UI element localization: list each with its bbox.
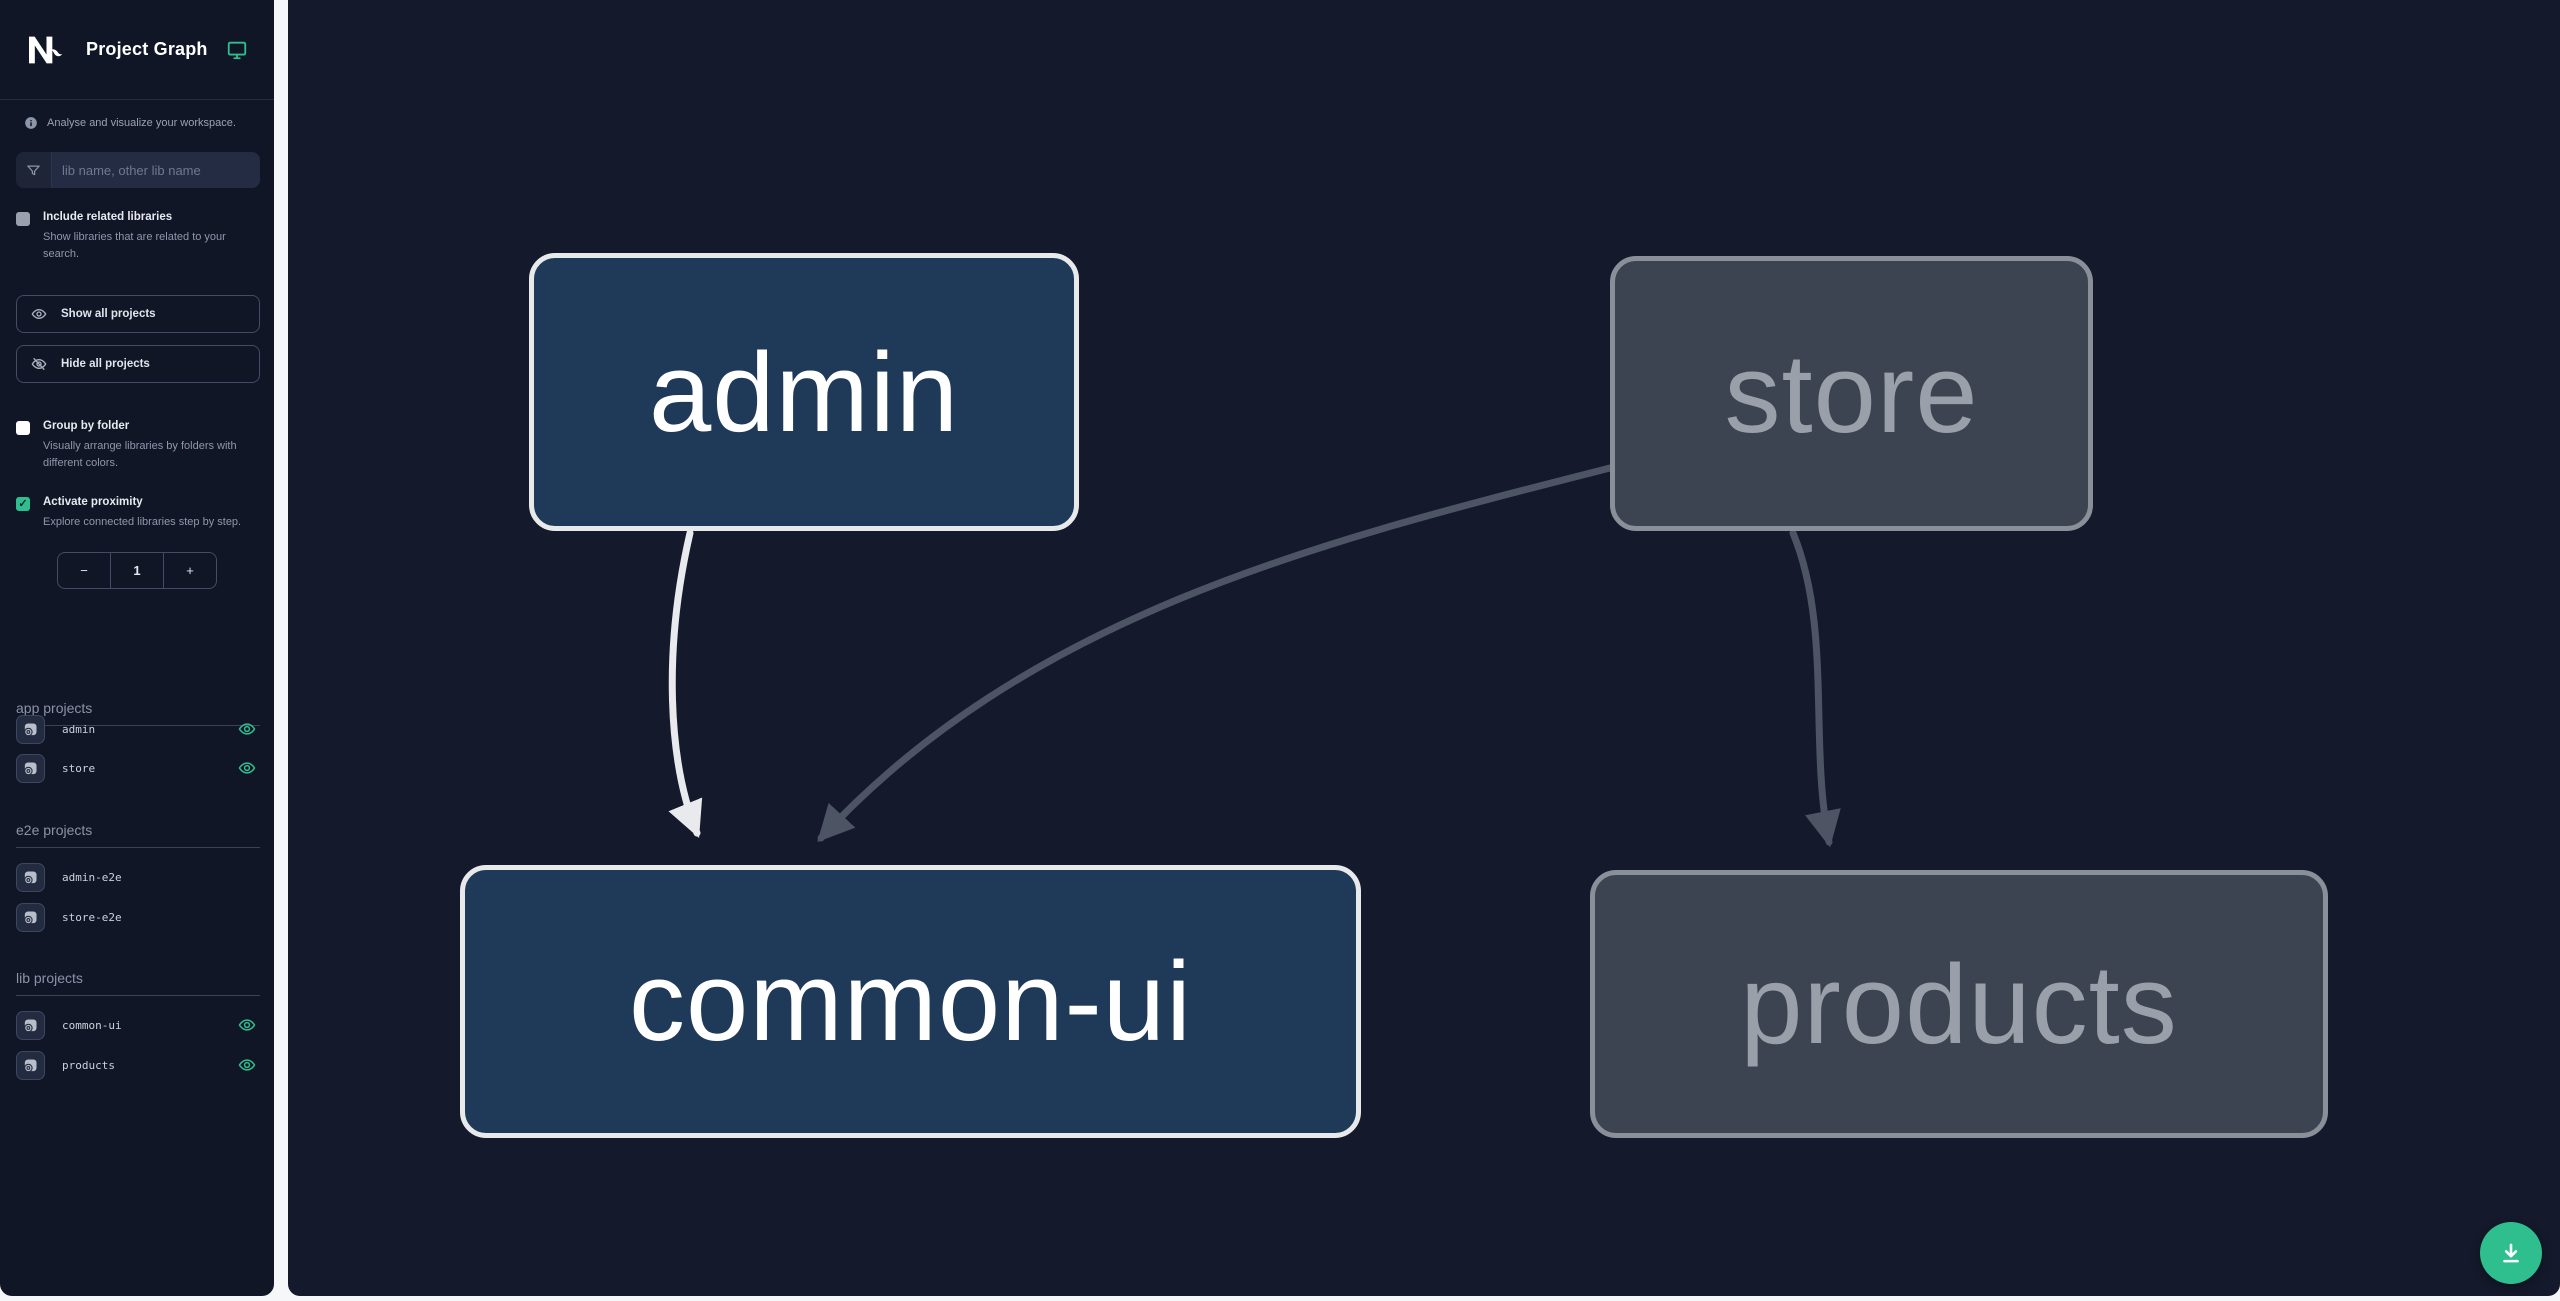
focus-project-button[interactable] (16, 1050, 45, 1080)
include-related-label: Include related libraries (43, 211, 173, 223)
focus-project-button[interactable] (16, 753, 45, 783)
graph-node-common-ui[interactable]: common-ui (460, 865, 1361, 1138)
activate-proximity-checkbox[interactable]: ✓ (16, 497, 30, 511)
show-all-projects-label: Show all projects (61, 308, 156, 320)
edge-admin-to-common-ui[interactable] (668, 529, 703, 839)
monitor-icon[interactable] (226, 39, 248, 61)
funnel-icon (16, 152, 52, 188)
proximity-value: 1 (110, 553, 163, 588)
option-include-related: Include related libraries Show libraries… (16, 211, 252, 263)
nx-logo-icon (29, 36, 63, 63)
focus-project-button[interactable] (16, 862, 45, 892)
project-focus-icon (24, 1018, 37, 1032)
graph-node-products[interactable]: products (1590, 870, 2328, 1138)
project-row-store-e2e: store-e2e (16, 902, 260, 932)
edge-store-to-common-ui[interactable] (817, 464, 1614, 843)
sidebar-header: Project Graph (0, 0, 274, 100)
project-focus-icon (24, 910, 37, 924)
download-graph-button[interactable] (2480, 1222, 2542, 1284)
focus-project-button[interactable] (16, 902, 45, 932)
activate-proximity-label: Activate proximity (43, 496, 143, 508)
dependency-edges (668, 464, 1841, 848)
include-related-description: Show libraries that are related to your … (43, 231, 226, 261)
focus-project-button[interactable] (16, 1010, 45, 1040)
visibility-eye-icon[interactable] (238, 759, 256, 777)
filter-input[interactable] (52, 152, 260, 188)
download-icon (2503, 1243, 2519, 1263)
intro-text: Analyse and visualize your workspace. (47, 117, 236, 129)
hide-all-projects-button[interactable]: Hide all projects (16, 345, 260, 383)
project-name[interactable]: common-ui (62, 1018, 122, 1032)
project-row-admin: admin (16, 714, 260, 744)
project-focus-icon (24, 870, 37, 884)
intro-row: Analyse and visualize your workspace. (24, 116, 254, 130)
section-e2e-projects: e2e projects (16, 822, 260, 848)
hide-all-projects-label: Hide all projects (61, 358, 150, 370)
project-focus-icon (24, 1058, 37, 1072)
project-name[interactable]: store (62, 761, 96, 775)
group-by-folder-description: Visually arrange libraries by folders wi… (43, 440, 237, 470)
project-focus-icon (24, 722, 37, 736)
project-row-admin-e2e: admin-e2e (16, 862, 260, 892)
visibility-eye-icon[interactable] (238, 720, 256, 738)
app-title: Project Graph (86, 39, 208, 59)
edge-store-to-products[interactable] (1789, 529, 1841, 848)
project-name[interactable]: store-e2e (62, 910, 122, 924)
option-activate-proximity: ✓ Activate proximity Explore connected l… (16, 496, 252, 531)
proximity-stepper: − 1 + (57, 552, 217, 589)
group-by-folder-checkbox[interactable] (16, 421, 30, 435)
group-by-folder-label: Group by folder (43, 420, 130, 432)
project-row-store: store (16, 753, 260, 783)
option-group-by-folder: Group by folder Visually arrange librari… (16, 420, 252, 472)
info-icon (25, 117, 37, 129)
project-row-common-ui: common-ui (16, 1010, 260, 1040)
eye-icon (31, 308, 47, 320)
decrement-button[interactable]: − (58, 553, 110, 588)
project-name[interactable]: products (62, 1058, 115, 1072)
eye-off-icon (31, 357, 47, 371)
project-name[interactable]: admin-e2e (62, 870, 122, 884)
section-lib-projects: lib projects (16, 970, 260, 996)
filter-control (16, 152, 260, 188)
focus-project-button[interactable] (16, 714, 45, 744)
project-name[interactable]: admin (62, 722, 96, 736)
project-row-products: products (16, 1050, 260, 1080)
project-focus-icon (24, 761, 37, 775)
graph-node-store[interactable]: store (1610, 256, 2093, 531)
include-related-checkbox[interactable] (16, 212, 30, 226)
visibility-eye-icon[interactable] (238, 1016, 256, 1034)
show-all-projects-button[interactable]: Show all projects (16, 295, 260, 333)
section-app-projects: app projects (16, 700, 260, 726)
sidebar: Project Graph Analyse and visualize your… (0, 0, 274, 1296)
graph-node-admin[interactable]: admin (529, 253, 1079, 531)
activate-proximity-description: Explore connected libraries step by step… (43, 516, 242, 528)
graph-canvas[interactable]: admin store common-ui products (288, 0, 2560, 1296)
increment-button[interactable]: + (163, 553, 216, 588)
visibility-eye-icon[interactable] (238, 1056, 256, 1074)
